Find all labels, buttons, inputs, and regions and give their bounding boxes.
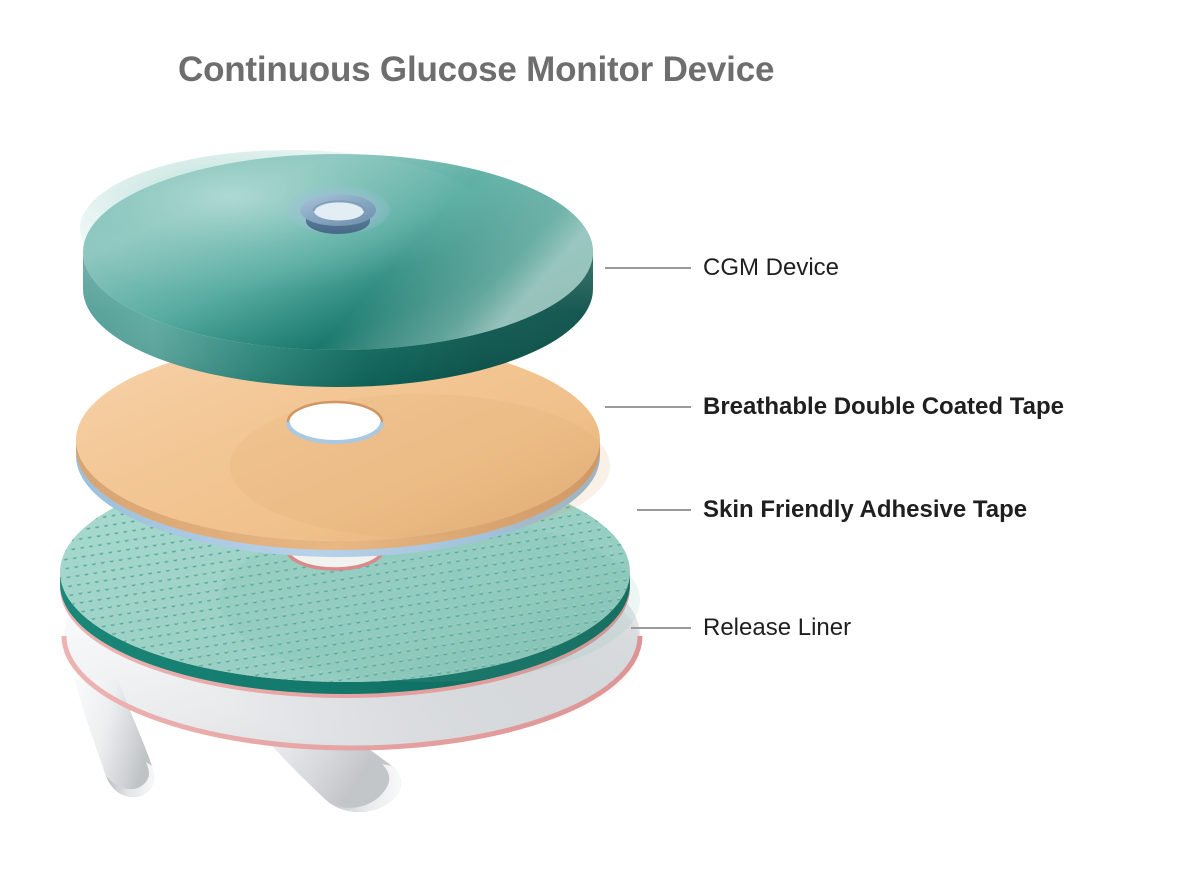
- callout-label-release-liner: Release Liner: [703, 614, 852, 641]
- layer-breathable-double-coated-tape: [76, 339, 610, 557]
- release-liner-rim: [61, 635, 643, 751]
- double-coated-tape-shading: [230, 394, 610, 538]
- cgm-device-port-wall: [306, 211, 370, 234]
- callout-label-cgm-device: CGM Device: [703, 254, 840, 281]
- double-coated-tape-hole-rim-upper: [286, 400, 384, 423]
- double-coated-tape-hole: [288, 402, 382, 442]
- callout-leader-lines: [605, 267, 691, 629]
- cgm-device-rim-highlight: [83, 154, 593, 350]
- double-coated-tape-hole-rim: [286, 421, 384, 444]
- adhesive-tape-hole-rim: [285, 548, 385, 571]
- cgm-device-port-hole-shadow: [313, 200, 365, 212]
- layer-cgm-device: [80, 150, 593, 387]
- cgm-device-side-wall-gloss: [83, 252, 593, 387]
- release-liner-tab-left: [74, 678, 154, 798]
- release-liner-tab-left-curl: [106, 762, 154, 798]
- callout-label-breathable-double-coated-tape: Breathable Double Coated Tape: [703, 393, 1064, 420]
- callout-label-skin-friendly-adhesive-tape: Skin Friendly Adhesive Tape: [703, 496, 1028, 523]
- page-title: Continuous Glucose Monitor Device: [178, 50, 775, 89]
- release-liner-tab-right-curl: [326, 764, 401, 812]
- cgm-device-port-hole: [314, 201, 364, 221]
